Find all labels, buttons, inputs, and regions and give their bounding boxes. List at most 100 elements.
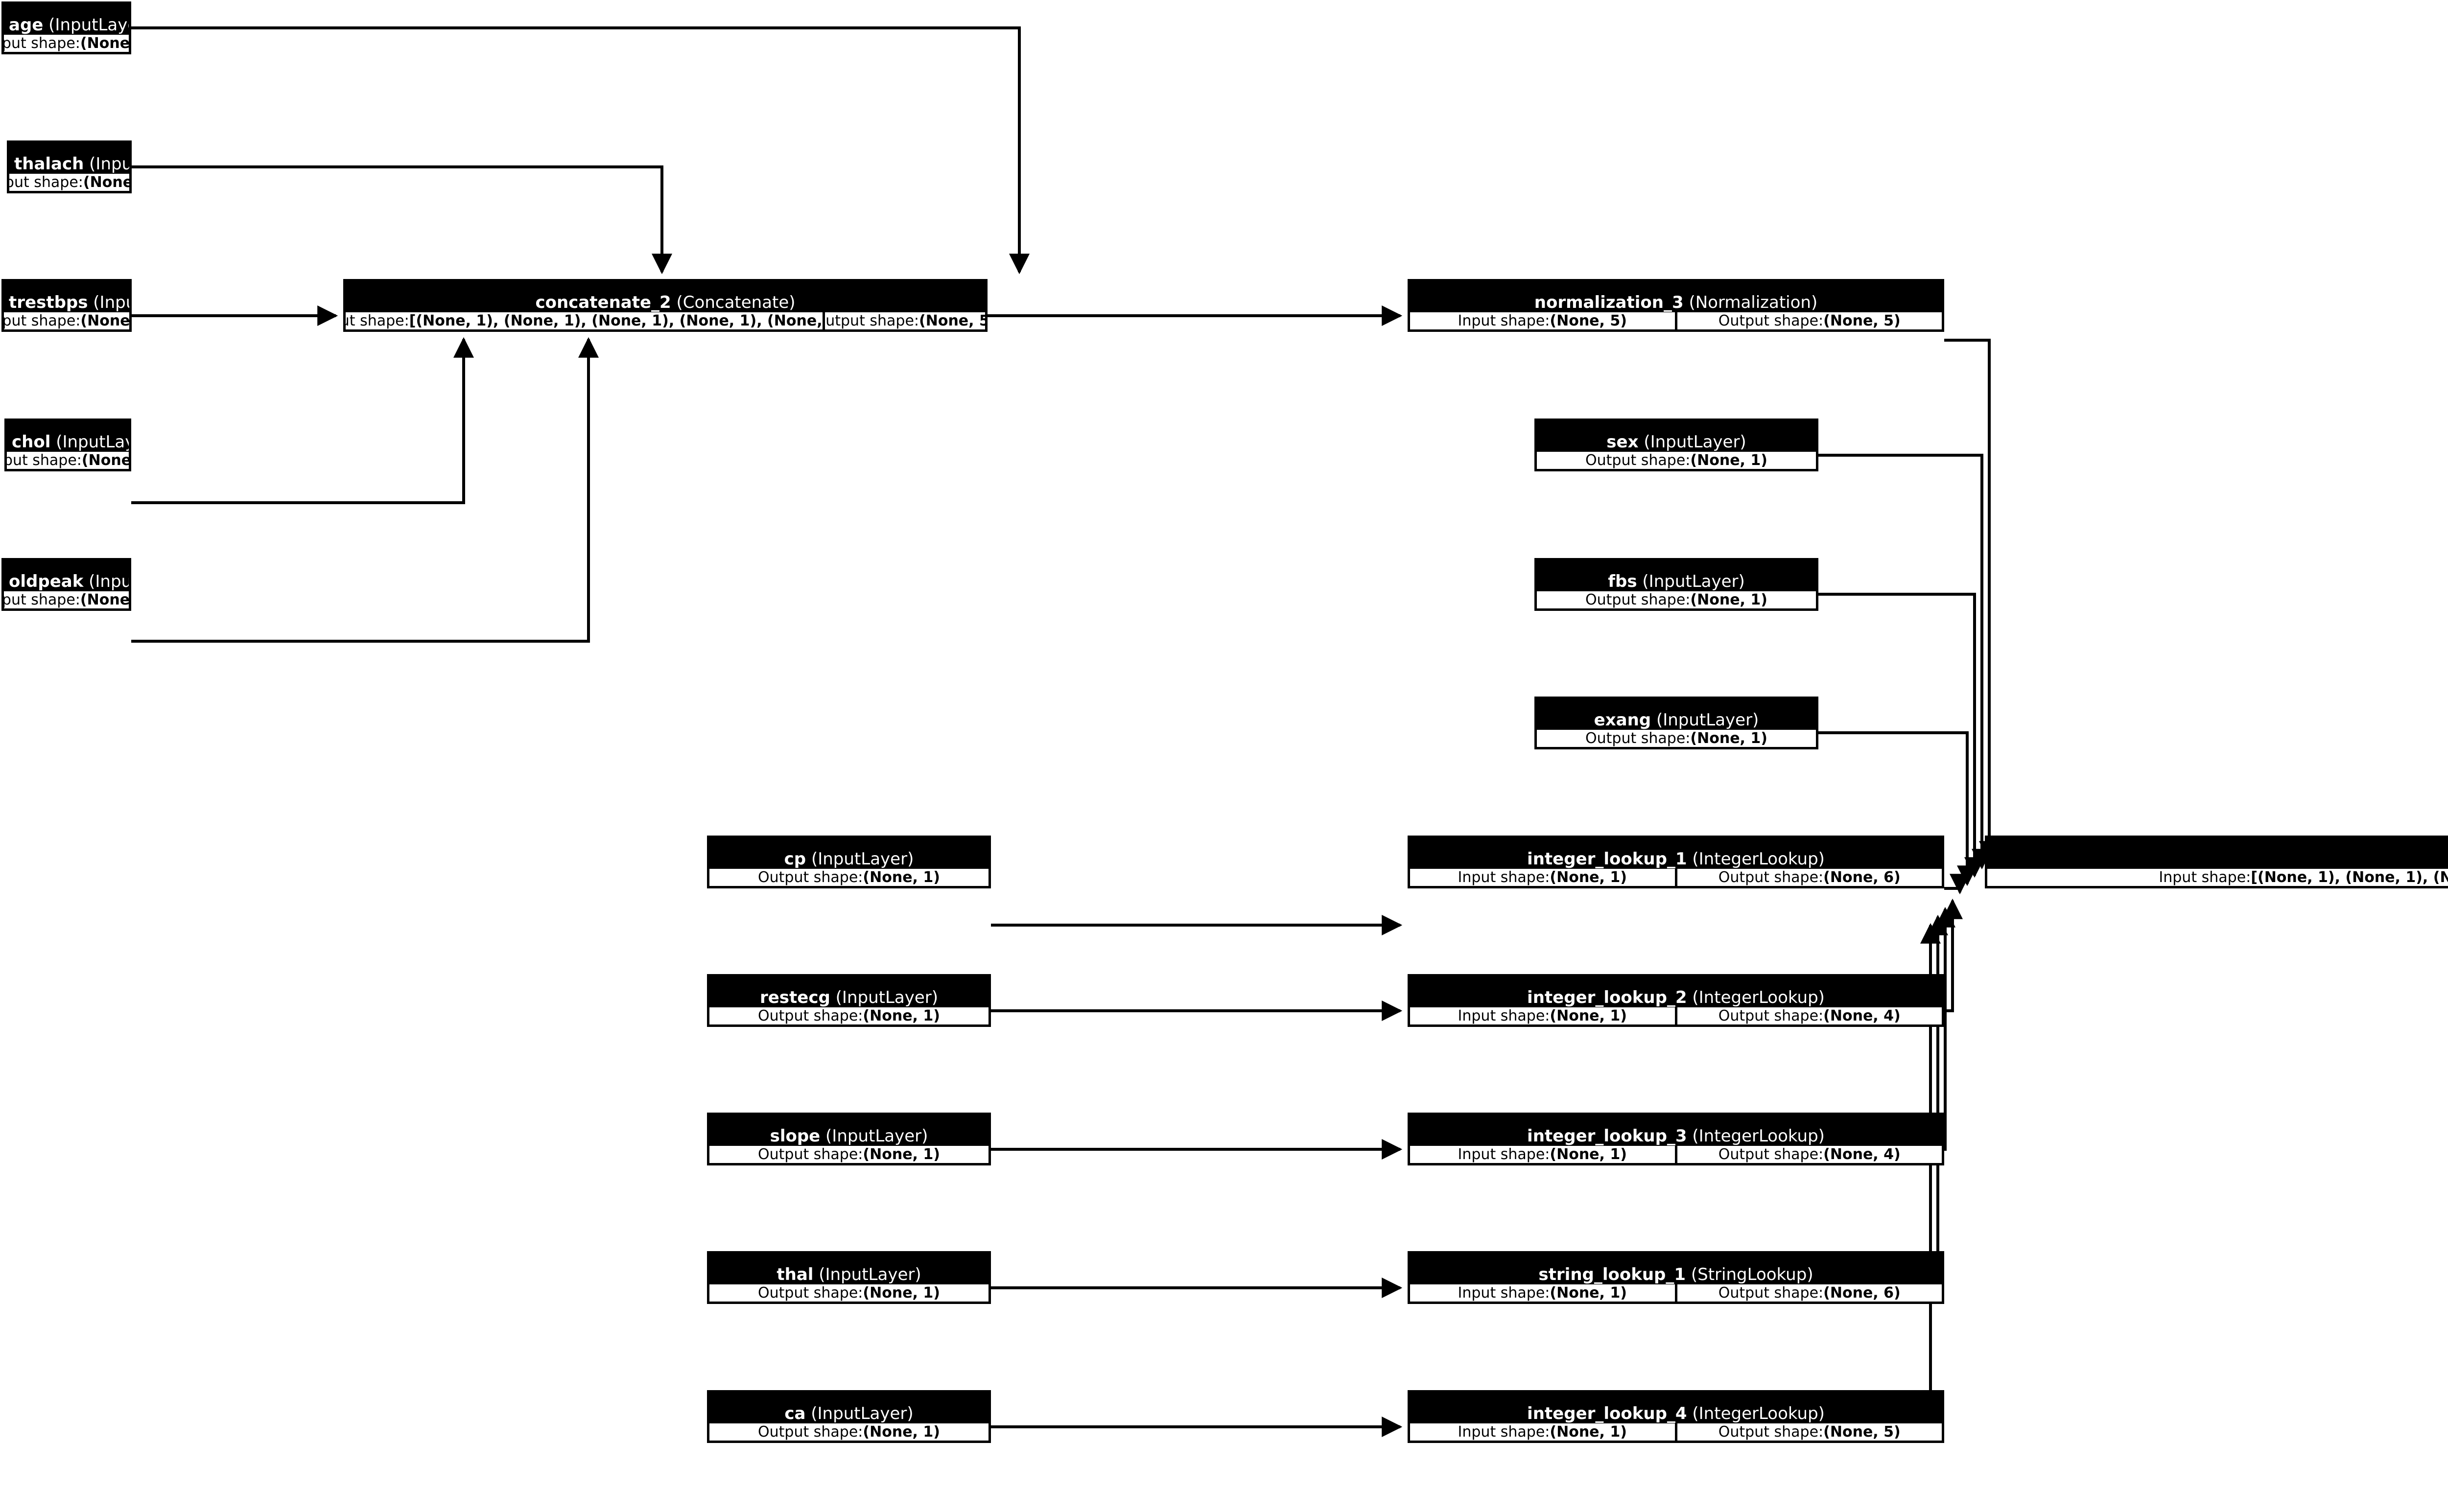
layer-shape-row: Output shape: (None, 1): [709, 869, 989, 886]
input-shape-cell: Input shape: [(None, 1), (None, 1), (Non…: [1987, 869, 2448, 886]
layer-class: (Normalization): [1689, 293, 1818, 312]
output-shape-cell: Output shape: (None, 1): [4, 35, 129, 52]
output-shape-cell-value: (None, 1): [863, 1423, 940, 1441]
layer-node-trestbps[interactable]: trestbps (InputLayer)Output shape: (None…: [1, 279, 132, 332]
layer-node-sex[interactable]: sex (InputLayer)Output shape: (None, 1): [1534, 419, 1818, 471]
output-shape-cell: Output shape: (None, 1): [7, 452, 129, 469]
edge-normalization3-concatenate3: [1944, 339, 2000, 862]
layer-title: integer_lookup_1 (IntegerLookup): [1410, 838, 1942, 869]
layer-title: integer_lookup_4 (IntegerLookup): [1410, 1393, 1942, 1423]
input-shape-cell-label: Input shape:: [1458, 312, 1550, 329]
layer-class: (InputLayer): [89, 572, 129, 591]
output-shape-cell-label: Output shape:: [9, 174, 83, 191]
layer-node-integer_lookup_4[interactable]: integer_lookup_4 (IntegerLookup)Input sh…: [1408, 1390, 1944, 1443]
output-shape-cell: Output shape: (None, 1): [709, 1007, 989, 1024]
output-shape-cell: Output shape: (None, 1): [4, 312, 129, 329]
output-shape-cell-label: Output shape:: [1718, 1146, 1824, 1163]
layer-node-ca[interactable]: ca (InputLayer)Output shape: (None, 1): [707, 1390, 991, 1443]
layer-node-integer_lookup_2[interactable]: integer_lookup_2 (IntegerLookup)Input sh…: [1408, 974, 1944, 1027]
layer-title: thal (InputLayer): [709, 1254, 989, 1284]
layer-class: (InputLayer): [819, 1265, 921, 1284]
layer-class: (InputLayer): [48, 15, 129, 35]
output-shape-cell: Output shape: (None, 4): [1677, 1007, 1942, 1024]
layer-title: cp (InputLayer): [709, 838, 989, 869]
input-shape-cell-label: Input shape:: [346, 312, 409, 329]
output-shape-cell: Output shape: (None, 5): [1677, 1423, 1942, 1441]
layer-node-fbs[interactable]: fbs (InputLayer)Output shape: (None, 1): [1534, 558, 1818, 611]
layer-node-age[interactable]: age (InputLayer)Output shape: (None, 1): [1, 1, 131, 54]
layer-class: (InputLayer): [1644, 432, 1746, 452]
output-shape-cell-label: Output shape:: [1718, 1284, 1824, 1302]
output-shape-cell: Output shape: (None, 1): [709, 1423, 989, 1441]
layer-title: integer_lookup_3 (IntegerLookup): [1410, 1115, 1942, 1146]
layer-class: (InputLayer): [825, 1126, 928, 1146]
output-shape-cell-value: (None, 5): [1823, 312, 1901, 329]
output-shape-cell-value: (None, 1): [863, 1284, 940, 1302]
layer-node-oldpeak[interactable]: oldpeak (InputLayer)Output shape: (None,…: [1, 558, 131, 611]
input-shape-cell: Input shape: (None, 1): [1410, 1284, 1675, 1302]
layer-class: (InputLayer): [835, 988, 939, 1007]
layer-name: chol: [12, 432, 51, 452]
edge-chol-concatenate2: [131, 337, 474, 504]
output-shape-cell-value: (None, 1): [80, 35, 129, 52]
layer-name: slope: [770, 1126, 821, 1146]
layer-shape-row: Output shape: (None, 1): [1537, 452, 1816, 469]
layer-node-integer_lookup_1[interactable]: integer_lookup_1 (IntegerLookup)Input sh…: [1408, 836, 1944, 888]
output-shape-cell: Output shape: (None, 5): [1677, 312, 1942, 329]
output-shape-cell-label: Output shape:: [758, 869, 863, 886]
layer-shape-row: Output shape: (None, 1): [4, 312, 129, 329]
layer-node-string_lookup_1[interactable]: string_lookup_1 (StringLookup)Input shap…: [1408, 1251, 1944, 1304]
layer-shape-row: Input shape: (None, 1)Output shape: (Non…: [1410, 1146, 1942, 1163]
layer-title: concatenate_2 (Concatenate): [346, 281, 985, 312]
input-shape-cell-label: Input shape:: [2159, 869, 2251, 886]
layer-node-cp[interactable]: cp (InputLayer)Output shape: (None, 1): [707, 836, 991, 888]
input-shape-cell-value: (None, 5): [1550, 312, 1627, 329]
layer-name: normalization_3: [1534, 293, 1684, 312]
input-shape-cell-label: Input shape:: [1458, 1007, 1550, 1024]
layer-class: (IntegerLookup): [1692, 849, 1825, 869]
layer-class: (IntegerLookup): [1692, 1404, 1825, 1423]
layer-shape-row: Input shape: (None, 1) Output shape: (Non…: [1410, 1284, 1942, 1302]
layer-node-concatenate_3[interactable]: concatenate_3 (Concatenate)Input shape: …: [1985, 836, 2448, 888]
layer-name: integer_lookup_2: [1527, 988, 1687, 1007]
layer-node-exang[interactable]: exang (InputLayer)Output shape: (None, 1…: [1534, 697, 1818, 749]
layer-title: oldpeak (InputLayer): [4, 560, 129, 591]
layer-node-chol[interactable]: chol (InputLayer)Output shape: (None, 1): [4, 419, 131, 471]
input-shape-cell-value: (None, 1): [1550, 1007, 1627, 1024]
layer-shape-row: Output shape: (None, 1): [1537, 730, 1816, 747]
layer-shape-row: Output shape: (None, 1): [9, 174, 129, 191]
input-shape-cell-value: (None, 1): [1550, 1284, 1627, 1302]
layer-title: sex (InputLayer): [1537, 421, 1816, 452]
layer-name: oldpeak: [9, 572, 84, 591]
layer-node-slope[interactable]: slope (InputLayer)Output shape: (None, 1…: [707, 1113, 991, 1165]
layer-shape-row: Input shape: (None, 1)Output shape: (Non…: [1410, 1423, 1942, 1441]
layer-node-concatenate_2[interactable]: concatenate_2 (Concatenate)Input shape: …: [343, 279, 988, 332]
layer-shape-row: Output shape: (None, 1): [709, 1007, 989, 1024]
output-shape-cell-value: (None, 5): [1823, 1423, 1901, 1441]
input-shape-cell: Input shape: (None, 1): [1410, 869, 1675, 886]
layer-class: (InputLayer): [93, 293, 129, 312]
output-shape-cell-label: Output shape:: [1718, 1007, 1824, 1024]
input-shape-cell: Input shape: [(None, 1), (None, 1), (Non…: [346, 312, 823, 329]
output-shape-cell: Output shape: (None, 1): [709, 869, 989, 886]
layer-title: exang (InputLayer): [1537, 699, 1816, 730]
layer-node-integer_lookup_3[interactable]: integer_lookup_3 (IntegerLookup)Input sh…: [1408, 1113, 1944, 1165]
edge-integerlookup1-concatenate3: [1944, 874, 1970, 895]
layer-class: (IntegerLookup): [1692, 1126, 1825, 1146]
output-shape-cell-label: Output shape:: [1585, 452, 1691, 469]
layer-name: exang: [1594, 710, 1651, 730]
input-shape-cell: Input shape: (None, 1): [1410, 1146, 1675, 1163]
edge-sex-concatenate3: [1818, 454, 1992, 870]
edge-oldpeak-concatenate2: [131, 337, 599, 643]
output-shape-cell-value: (None, 4): [1823, 1007, 1901, 1024]
output-shape-cell-value: (None, 1): [863, 1146, 940, 1163]
layer-node-thal[interactable]: thal (InputLayer)Output shape: (None, 1): [707, 1251, 991, 1304]
layer-node-restecg[interactable]: restecg (InputLayer)Output shape: (None,…: [707, 974, 991, 1027]
layer-node-thalach[interactable]: thalach (InputLayer)Output shape: (None,…: [7, 140, 132, 193]
layer-title: thalach (InputLayer): [9, 143, 129, 174]
layer-title: chol (InputLayer): [7, 421, 129, 452]
layer-node-normalization_3[interactable]: normalization_3 (Normalization) Input sha…: [1408, 279, 1944, 332]
layer-shape-row: Output shape: (None, 1): [709, 1423, 989, 1441]
layer-class: (InputLayer): [1642, 572, 1745, 591]
edge-age-concatenate2: [131, 26, 1030, 275]
